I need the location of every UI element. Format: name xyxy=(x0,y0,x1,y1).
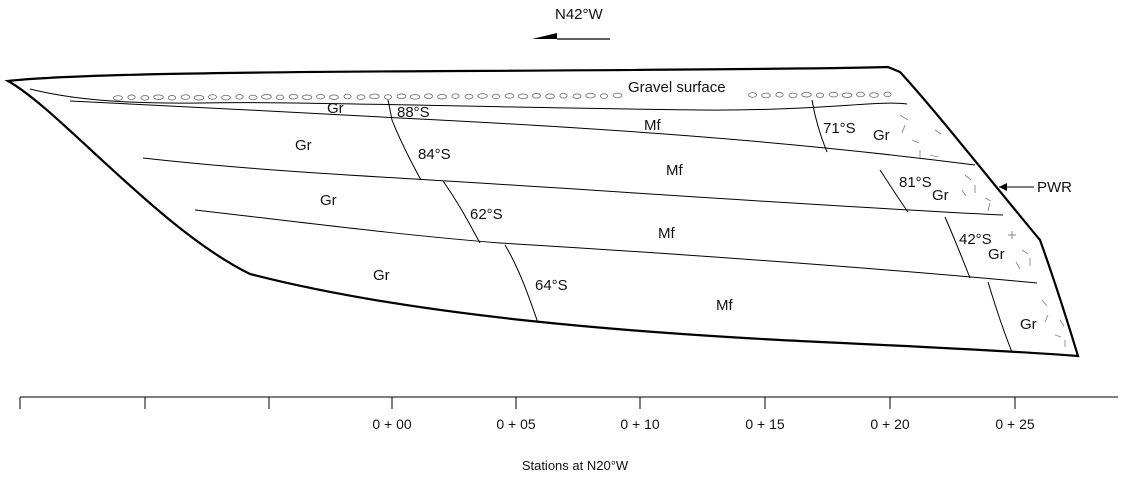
gravel-pebble xyxy=(612,92,623,99)
gravel-pebble xyxy=(451,93,460,99)
gravel-pebble xyxy=(869,92,879,98)
gravel-pebble xyxy=(517,93,529,100)
gravel-pebble xyxy=(748,92,757,98)
gravel-pebble xyxy=(275,94,285,101)
dip-label: 81°S xyxy=(899,174,932,191)
station-scale xyxy=(19,396,1118,409)
gravel-pebble xyxy=(883,91,892,98)
gravel-pebble xyxy=(856,91,865,98)
unit-label: Gr xyxy=(295,137,312,154)
gravel-pebble xyxy=(424,93,433,99)
pwr-pointer xyxy=(999,183,1034,191)
dip-label: 64°S xyxy=(535,277,568,294)
unit-label: Mf xyxy=(658,225,675,242)
north-arrow-icon xyxy=(532,33,610,40)
gravel-pebble xyxy=(464,93,474,100)
gravel-pebble xyxy=(477,93,488,99)
gravel-pebble xyxy=(572,93,582,99)
gravel-pebble xyxy=(761,92,771,99)
unit-label: Gr xyxy=(1020,316,1037,333)
gravel-pebble xyxy=(180,94,191,100)
gravel-surface-label: Gravel surface xyxy=(628,79,726,96)
gravel-pebble xyxy=(261,94,272,100)
gravel-pebble xyxy=(127,94,136,101)
gravel-pebble xyxy=(113,95,123,101)
gravel-pebble xyxy=(437,93,447,100)
gravel-pebble xyxy=(343,93,352,100)
granite-texture xyxy=(899,114,1066,347)
gravel-pebble xyxy=(248,94,258,101)
unit-label: Mf xyxy=(666,162,683,179)
gravel-pebble xyxy=(788,92,798,99)
gravel-pebble xyxy=(316,93,325,100)
unit-label: Gr xyxy=(373,267,390,284)
unit-label: Mf xyxy=(716,297,733,314)
gravel-pebble xyxy=(409,94,421,100)
gravel-pebble xyxy=(504,93,515,99)
gravel-pebble xyxy=(301,94,313,101)
gravel-pebble xyxy=(775,92,784,98)
gravel-pebble xyxy=(801,91,812,98)
gravel-pebble xyxy=(585,92,596,99)
gravel-pebble xyxy=(193,94,205,101)
station-tick-label: 0 + 25 xyxy=(995,416,1035,432)
pwr-label: PWR xyxy=(1037,179,1072,196)
dip-label: 62°S xyxy=(470,206,503,223)
gravel-pebble xyxy=(491,93,501,100)
gravel-pebble xyxy=(356,94,366,100)
gravel-pebbles xyxy=(113,91,892,101)
layer-contacts xyxy=(29,88,1038,284)
dip-label: 42°S xyxy=(959,231,992,248)
dip-label: 84°S xyxy=(418,146,451,163)
gravel-pebble xyxy=(599,93,609,99)
station-tick-label: 0 + 15 xyxy=(745,416,785,432)
station-tick-label: 0 + 20 xyxy=(870,416,910,432)
station-tick-label: 0 + 00 xyxy=(372,416,412,432)
unit-label: Gr xyxy=(873,127,890,144)
gravel-pebble xyxy=(369,93,380,100)
dip-label: 88°S xyxy=(397,104,430,121)
gravel-pebble xyxy=(329,94,339,100)
unit-label: Mf xyxy=(644,117,661,134)
gravel-pebble xyxy=(559,92,568,99)
trench-outline xyxy=(4,65,1080,358)
gravel-pebble xyxy=(167,95,177,101)
station-tick-label: 0 + 05 xyxy=(496,416,536,432)
gravel-pebble xyxy=(208,94,217,100)
gravel-pebble xyxy=(396,93,407,100)
unit-label: Gr xyxy=(932,187,949,204)
unit-label: Gr xyxy=(327,100,344,117)
gravel-pebble xyxy=(815,92,825,99)
gravel-pebble xyxy=(828,91,839,98)
gravel-pebble xyxy=(288,93,299,100)
gravel-pebble xyxy=(221,94,231,101)
gravel-pebble xyxy=(532,93,541,99)
dip-label: 71°S xyxy=(823,120,856,137)
unit-label: Gr xyxy=(988,246,1005,263)
unit-label: Gr xyxy=(320,192,337,209)
gravel-pebble xyxy=(545,93,555,100)
gravel-pebble xyxy=(235,94,244,100)
orientation-label: N42°W xyxy=(555,6,604,23)
gravel-pebble xyxy=(841,92,853,98)
gravel-pebble xyxy=(140,95,150,101)
axis-caption: Stations at N20°W xyxy=(522,458,629,473)
station-tick-label: 0 + 10 xyxy=(620,416,660,432)
gravel-pebble xyxy=(383,94,393,100)
gravel-pebble xyxy=(153,94,164,100)
fault-lines xyxy=(387,99,1013,353)
